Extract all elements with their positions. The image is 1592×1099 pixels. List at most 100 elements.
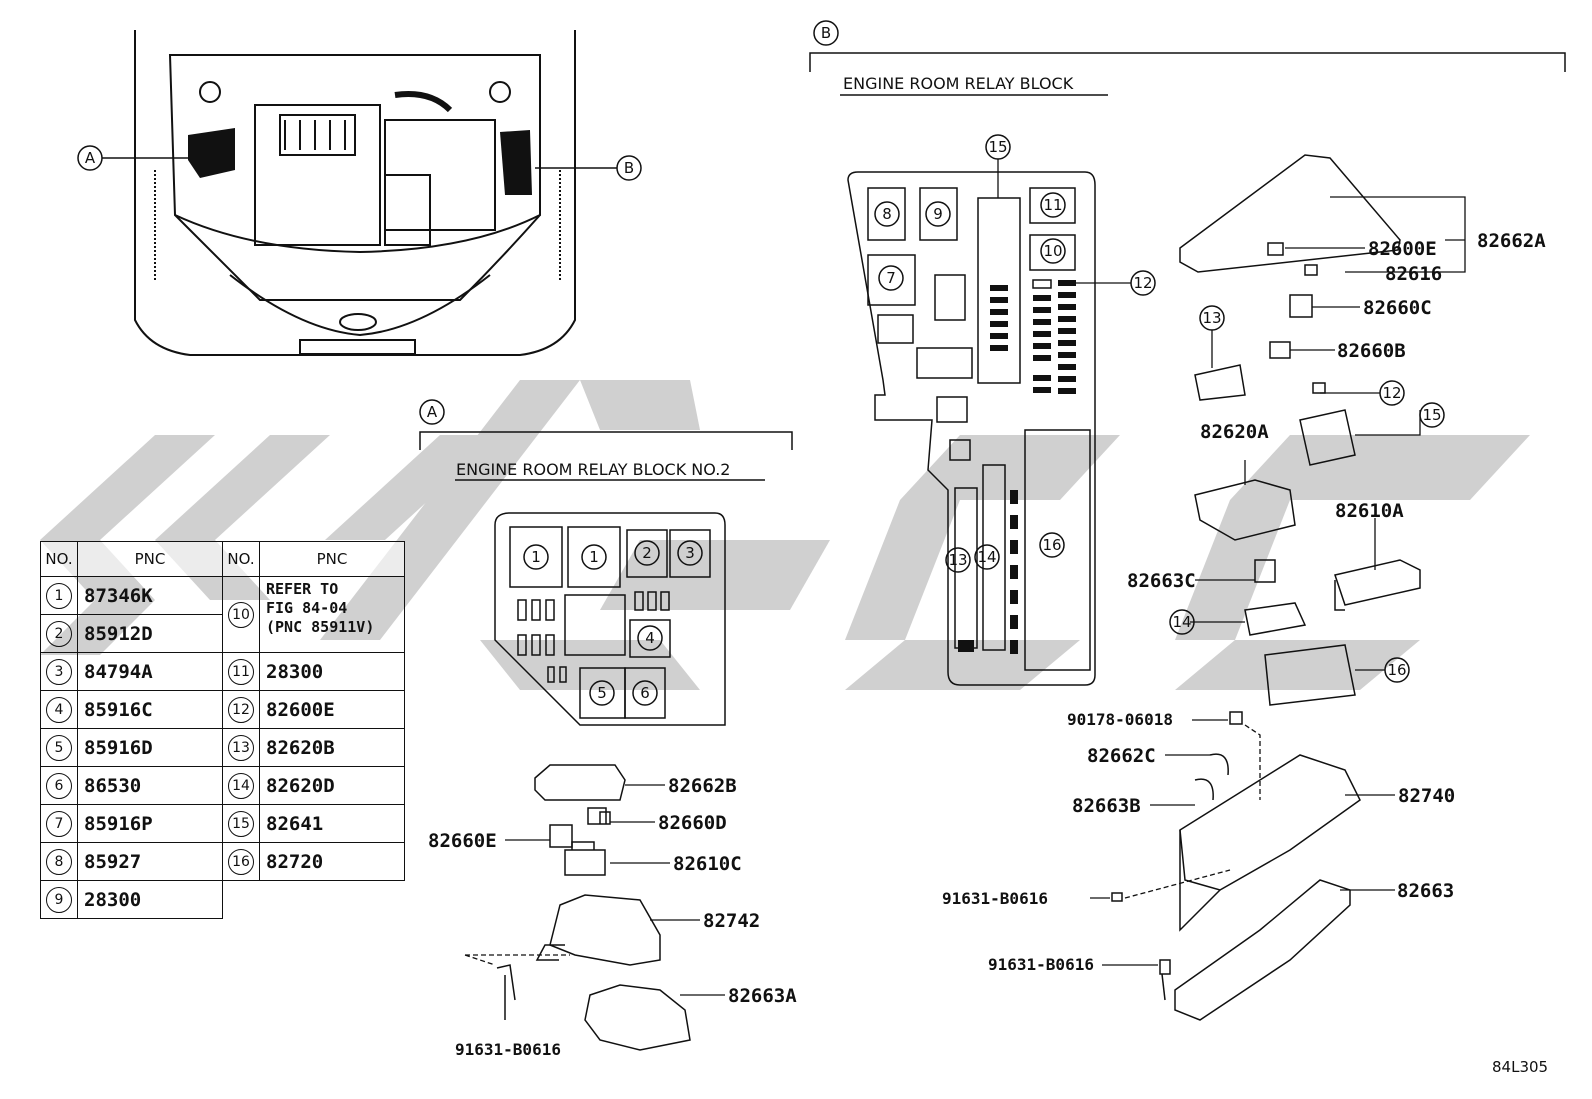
row-number: 11 (228, 658, 254, 685)
part-91631-B0616-b2: 91631-B0616 (988, 955, 1094, 974)
table-header-row: NO. PNC NO. PNC (40, 541, 405, 577)
part-82662A: 82662A (1477, 230, 1546, 252)
pnc-cell: 85916D (77, 728, 223, 767)
pnc-cell: 85927 (77, 842, 223, 881)
refer-line-2: FIG 84-04 (266, 599, 348, 617)
block-b-callout-15: 15 (1422, 406, 1441, 424)
block-b-cell-15: 15 (988, 138, 1007, 156)
part-82660D: 82660D (658, 812, 727, 834)
row-number: 16 (228, 848, 254, 875)
row-number: 1 (46, 582, 72, 609)
block-b-cell-10: 10 (1043, 242, 1062, 260)
part-91631-B0616-a: 91631-B0616 (455, 1040, 561, 1059)
block-b-cell-9: 9 (933, 205, 943, 223)
relay-block-b-callout-leaders (997, 159, 1131, 284)
row-number: 4 (46, 696, 72, 723)
overview-marker-a: A (85, 149, 96, 167)
block-b-cell-11: 11 (1043, 196, 1062, 214)
part-82663C: 82663C (1127, 570, 1196, 592)
part-82610C: 82610C (673, 853, 742, 875)
part-82742: 82742 (703, 910, 760, 932)
pnc-cell: 85916P (77, 804, 223, 843)
part-90178-06018: 90178-06018 (1067, 710, 1173, 729)
block-a-cell-2: 2 (642, 544, 652, 562)
block-b-callout-16: 16 (1387, 661, 1406, 679)
block-a-parts-drawing (496, 764, 691, 1051)
table-row: 3 84794A 11 28300 (40, 652, 405, 691)
overview-marker-b: B (624, 159, 634, 177)
block-b-cell-7: 7 (886, 269, 896, 287)
row-number: 15 (228, 810, 254, 837)
relay-location-a-mark (188, 128, 235, 178)
block-b-cell-16: 16 (1042, 536, 1061, 554)
block-a-cell-1b: 1 (589, 548, 599, 566)
vehicle-overview (134, 30, 576, 356)
section-a-title: ENGINE ROOM RELAY BLOCK NO.2 (456, 460, 730, 479)
block-b-callout-14: 14 (1172, 613, 1191, 631)
part-82740: 82740 (1398, 785, 1455, 807)
block-b-cell-12: 12 (1133, 274, 1152, 292)
relay-block-b-cell-circles (874, 134, 1156, 573)
pnc-cell: 82600E (259, 690, 405, 729)
block-b-callout-13: 13 (1202, 309, 1221, 327)
part-82610A: 82610A (1335, 500, 1404, 522)
pnc-cell: 85916C (77, 690, 223, 729)
row-number: 7 (46, 810, 72, 837)
relay-block-b (847, 171, 1096, 686)
pnc-cell: 82641 (259, 804, 405, 843)
row-number: 5 (46, 734, 72, 761)
block-a-cell-5: 5 (597, 684, 607, 702)
table-row: 2 85912D (40, 614, 405, 653)
block-a-cell-1a: 1 (531, 548, 541, 566)
pnc-cell: 82620B (259, 728, 405, 767)
header-pnc-left: PNC (77, 541, 223, 577)
table-row: 5 85916D 13 82620B (40, 728, 405, 767)
row-number: 2 (46, 620, 72, 647)
pnc-cell: 86530 (77, 766, 223, 805)
block-b-cell-8: 8 (882, 205, 892, 223)
block-a-cell-4: 4 (645, 629, 655, 647)
section-b-title: ENGINE ROOM RELAY BLOCK (843, 74, 1074, 93)
relay-block-a (494, 512, 726, 726)
block-b-cell-13: 13 (948, 551, 967, 569)
row-number: 14 (228, 772, 254, 799)
block-b-cell-14: 14 (977, 548, 996, 566)
part-82600E: 82600E (1368, 238, 1437, 260)
table-row: 7 85916P 15 82641 (40, 804, 405, 843)
row-number: 6 (46, 772, 72, 799)
pnc-cell: 87346K (77, 576, 223, 615)
refer-line-3: (PNC 85911V) (266, 618, 375, 636)
header-no-right: NO. (222, 541, 260, 577)
part-82660C: 82660C (1363, 297, 1432, 319)
block-a-leader-lines (464, 784, 725, 996)
block-b-callout-12: 12 (1382, 384, 1401, 402)
row-number: 9 (46, 886, 72, 913)
table-row: 4 85916C 12 82600E (40, 690, 405, 729)
part-82660E: 82660E (428, 830, 497, 852)
overview-callouts (77, 145, 642, 181)
relay-block-a-cell-circles (523, 540, 703, 706)
part-82662B: 82662B (668, 775, 737, 797)
row-number: 10 (228, 601, 254, 628)
section-b-bracket (809, 20, 1566, 96)
block-b-callout-circles (1169, 305, 1445, 683)
table-row: 8 85927 16 82720 (40, 842, 405, 881)
block-a-cell-3: 3 (685, 544, 695, 562)
part-82663A: 82663A (728, 985, 797, 1007)
figure-code: 84L305 (1492, 1058, 1548, 1076)
pnc-cell: 82620D (259, 766, 405, 805)
pnc-cell: 28300 (259, 652, 405, 691)
part-91631-B0616-b1: 91631-B0616 (942, 889, 1048, 908)
section-a-bracket (419, 399, 793, 481)
section-a-marker: A (427, 403, 438, 421)
row-number: 13 (228, 734, 254, 761)
pnc-cell: 84794A (77, 652, 223, 691)
relay-location-b-mark (500, 130, 532, 195)
table-row: 9 28300 (40, 880, 405, 919)
pnc-cell: 82720 (259, 842, 405, 881)
section-b-marker: B (821, 24, 831, 42)
